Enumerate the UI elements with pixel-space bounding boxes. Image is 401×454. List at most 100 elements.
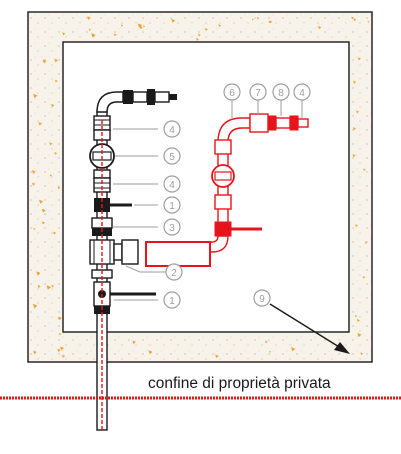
concrete-speckle [352, 154, 356, 158]
callout-bubble: 1 [163, 291, 181, 309]
callout-circle [163, 196, 181, 214]
hot-union [249, 113, 269, 133]
concrete-speckle [58, 316, 62, 321]
concrete-speckle [215, 354, 219, 359]
concrete-speckle [204, 28, 208, 32]
concrete-speckle [143, 25, 146, 28]
callout-circle [163, 147, 181, 165]
concrete-speckle [363, 168, 366, 171]
hot-fitting [267, 115, 277, 131]
concrete-speckle [357, 332, 362, 338]
cold-fitting [147, 89, 155, 105]
concrete-speckle [57, 348, 61, 353]
callout-circle [272, 83, 290, 101]
concrete-speckle [58, 332, 62, 336]
callout-bubble: 4 [163, 175, 181, 193]
callout-number: 7 [255, 88, 261, 99]
callout-circle [223, 83, 241, 101]
concrete-speckle [218, 24, 222, 28]
concrete-speckle [62, 354, 66, 358]
hot-union [214, 194, 232, 210]
concrete-speckle [88, 28, 91, 31]
callout-bubble: 9 [253, 289, 271, 307]
concrete-speckle [356, 110, 360, 114]
hot-union [214, 139, 232, 155]
concrete-speckle [356, 318, 360, 323]
callout-bubble: 3 [163, 218, 181, 236]
concrete-speckle [196, 37, 199, 41]
concrete-speckle [269, 350, 272, 353]
concrete-speckle [53, 231, 57, 235]
concrete-speckle [32, 303, 38, 309]
concrete-speckle [251, 18, 254, 21]
hot-boiler-tank [145, 241, 211, 267]
concrete-speckle [120, 24, 124, 27]
callout-number: 4 [169, 125, 175, 136]
callout-circle [163, 120, 181, 138]
callout-9-arrow [269, 303, 350, 354]
concrete-speckle [256, 16, 260, 20]
cold-fitting [123, 90, 133, 104]
concrete-speckle [113, 33, 117, 37]
concrete-speckle [357, 57, 361, 61]
concrete-speckle [171, 18, 176, 23]
concrete-speckle [148, 350, 153, 355]
concrete-speckle [354, 315, 358, 318]
callout-number: 9 [259, 294, 265, 305]
callout-number: 5 [169, 152, 175, 163]
concrete-speckle [139, 25, 143, 30]
callout-number: 1 [169, 201, 175, 212]
callout-bubble: 5 [163, 147, 181, 165]
concrete-speckle [46, 285, 51, 290]
callout-circle [163, 291, 181, 309]
concrete-speckle [91, 33, 96, 38]
callout-bubble: 4 [163, 120, 181, 138]
callout-bubble: 1 [163, 196, 181, 214]
callout-bubble: 4 [293, 83, 311, 101]
cold-fitting [154, 91, 170, 103]
concrete-speckle [36, 271, 41, 276]
concrete-speckle [39, 199, 44, 204]
concrete-speckle [132, 340, 136, 345]
concrete-speckle [49, 142, 53, 146]
callout-number: 1 [169, 296, 175, 307]
boundary-label: confine di proprietà privata [148, 375, 331, 392]
callout-number: 4 [299, 88, 305, 99]
callout-bubble: 8 [272, 83, 290, 101]
leader-line [269, 303, 345, 351]
callout-number: 2 [171, 268, 177, 279]
concrete-speckle [291, 347, 296, 352]
concrete-speckles [32, 16, 370, 359]
concrete-speckle [32, 182, 36, 186]
check-valve [121, 239, 139, 265]
meter-window [214, 171, 232, 181]
cold-fitting [113, 243, 123, 261]
concrete-speckle [41, 221, 46, 225]
callout-number: 4 [169, 180, 175, 191]
concrete-speckle [49, 174, 53, 177]
concrete-speckle [362, 276, 366, 279]
callout-number: 8 [278, 88, 284, 99]
concrete-speckle [37, 284, 41, 288]
concrete-speckle [268, 20, 272, 24]
concrete-speckle [54, 79, 58, 83]
concrete-speckle [317, 25, 322, 30]
hot-fitting [297, 118, 309, 128]
concrete-speckle [352, 127, 357, 131]
concrete-speckle [51, 284, 55, 288]
callout-circle [163, 175, 181, 193]
concrete-wall [27, 11, 373, 363]
concrete-speckle [355, 224, 358, 228]
callout-bubble: 7 [249, 83, 267, 101]
callout-leaders [113, 100, 303, 301]
callout-number: 3 [169, 223, 175, 234]
callout-bubble: 6 [223, 83, 241, 101]
callouts: 4 5 4 1 3 2 1 9 [163, 83, 311, 309]
concrete-speckle [33, 93, 38, 99]
concrete-speckle [41, 208, 46, 213]
concrete-speckle [62, 32, 66, 36]
hot-water-assembly [145, 113, 309, 267]
concrete-speckle [87, 16, 91, 20]
